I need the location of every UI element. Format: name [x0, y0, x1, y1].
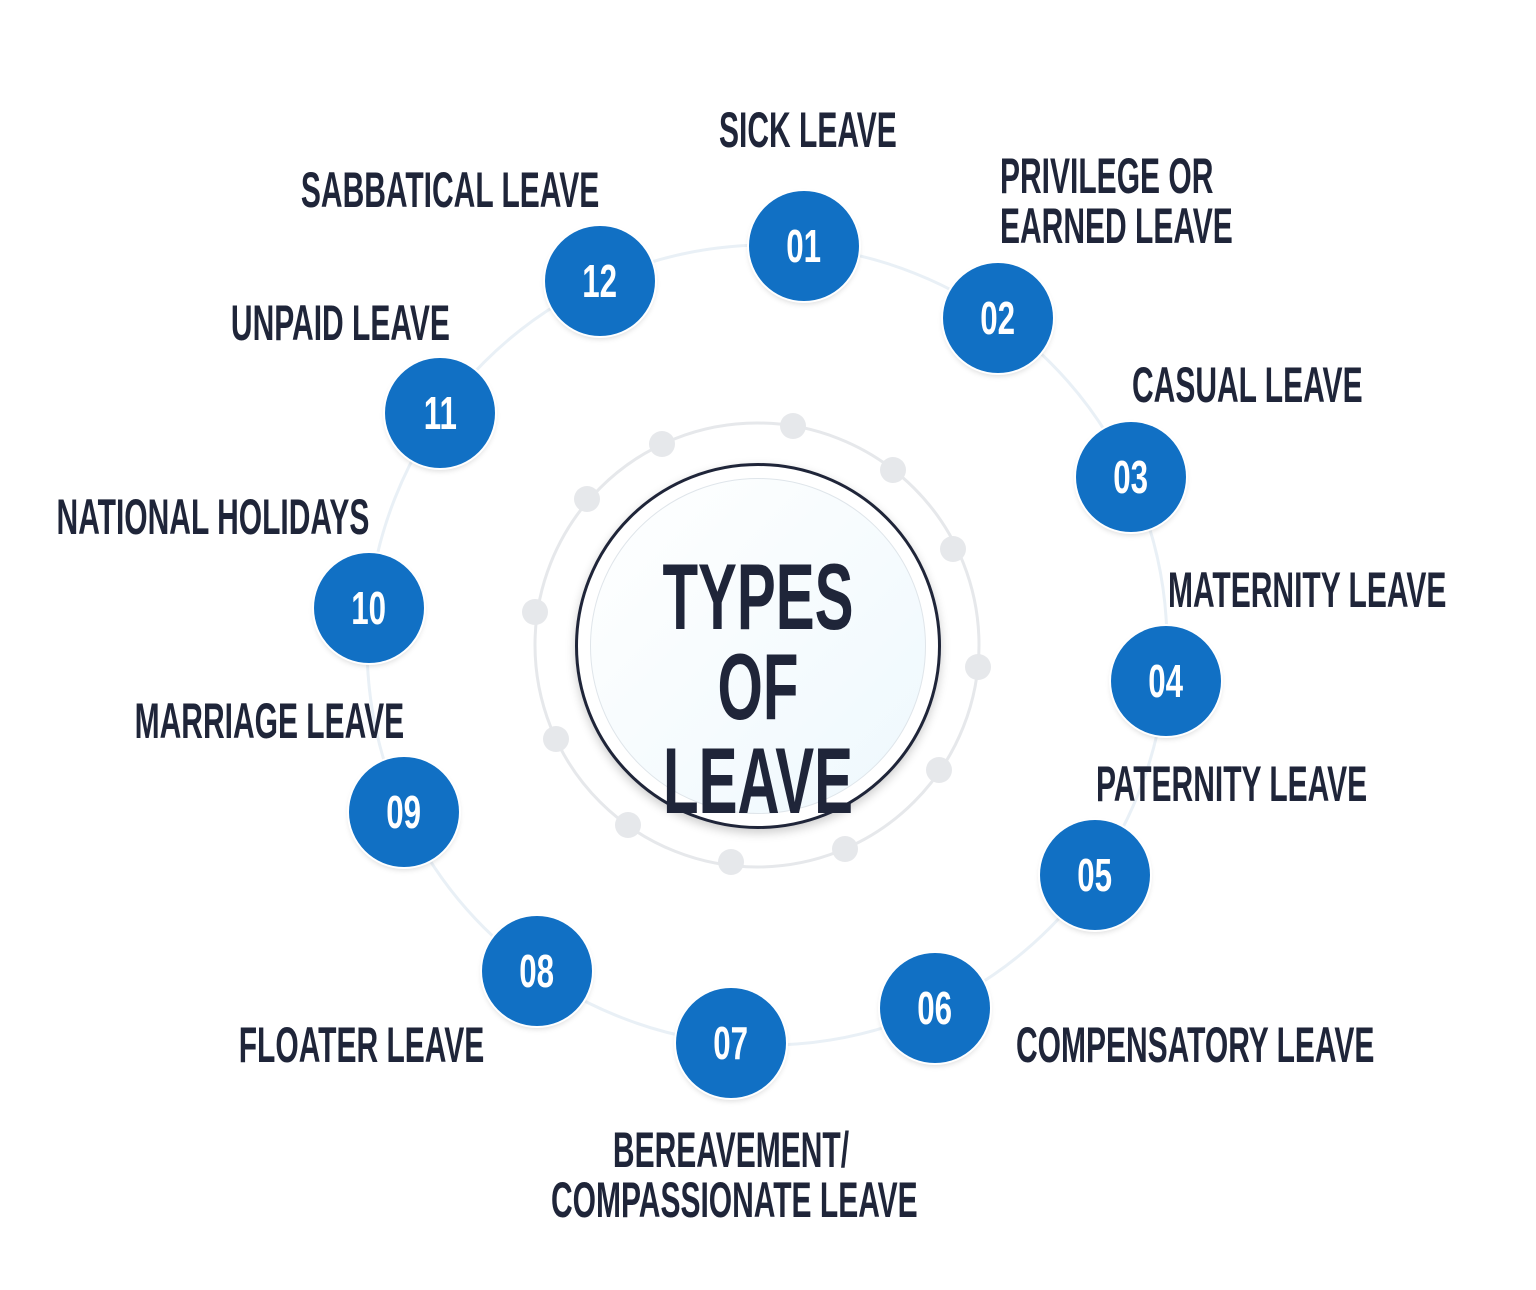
number-badge-03: 03: [1076, 422, 1186, 532]
number-badge-02: 02: [943, 263, 1053, 373]
number-badge-10: 10: [314, 553, 424, 663]
leave-type-label: MARRIAGE LEAVE: [134, 693, 404, 749]
number-text: 10: [351, 582, 387, 634]
number-text: 05: [1077, 849, 1113, 901]
ring-dot: [718, 849, 744, 875]
number-badge-08: 08: [482, 916, 592, 1026]
number-text: 11: [423, 387, 457, 439]
inner-ring: [533, 421, 981, 869]
number-badge-12: 12: [545, 226, 655, 336]
center-title-line-1: TYPES: [662, 544, 854, 649]
number-text: 09: [386, 786, 422, 838]
number-badge-05: 05: [1040, 820, 1150, 930]
number-text: 06: [917, 982, 953, 1034]
number-badge-04: 04: [1111, 626, 1221, 736]
leave-type-label: BEREAVEMENT/: [612, 1122, 850, 1178]
ring-dot: [574, 486, 600, 512]
ring-dot: [965, 654, 991, 680]
number-badge-07: 07: [676, 988, 786, 1098]
number-badge-01: 01: [749, 191, 859, 301]
number-badge-06: 06: [880, 953, 990, 1063]
number-text: 12: [582, 255, 618, 307]
number-badge-11: 11: [385, 358, 495, 468]
leave-type-label: CASUAL LEAVE: [1132, 357, 1363, 413]
leave-type-label: SABBATICAL LEAVE: [300, 162, 599, 218]
number-text: 07: [713, 1017, 749, 1069]
leave-type-label: EARNED LEAVE: [1000, 198, 1233, 254]
ring-dot: [649, 431, 675, 457]
leave-type-label: PATERNITY LEAVE: [1096, 756, 1368, 812]
leave-type-label: PRIVILEGE OR: [1000, 148, 1214, 204]
ring-dot: [543, 726, 569, 752]
number-text: 08: [519, 945, 555, 997]
number-text: 01: [786, 220, 822, 272]
ring-dot: [832, 836, 858, 862]
leave-type-label: MATERNITY LEAVE: [1168, 562, 1447, 618]
leave-type-label: SICK LEAVE: [719, 102, 897, 158]
ring-dot: [615, 812, 641, 838]
leave-type-label: COMPENSATORY LEAVE: [1016, 1017, 1375, 1073]
leave-type-label: FLOATER LEAVE: [238, 1017, 484, 1073]
number-badge-09: 09: [349, 757, 459, 867]
ring-dot: [940, 536, 966, 562]
leave-type-label: NATIONAL HOLIDAYS: [56, 489, 369, 545]
number-text: 04: [1148, 655, 1184, 707]
leave-type-label: COMPASSIONATE LEAVE: [551, 1172, 918, 1228]
number-text: 02: [980, 292, 1016, 344]
leave-type-label: UNPAID LEAVE: [231, 295, 450, 351]
center-circle-inner: [590, 478, 926, 814]
ring-dot: [522, 599, 548, 625]
center-title-line-2: OF LEAVE: [663, 634, 853, 833]
number-text: 03: [1113, 451, 1149, 503]
ring-dot: [926, 757, 952, 783]
ring-dot: [880, 457, 906, 483]
center-circle: TYPES OF LEAVE: [575, 463, 941, 829]
ring-dot: [780, 413, 806, 439]
